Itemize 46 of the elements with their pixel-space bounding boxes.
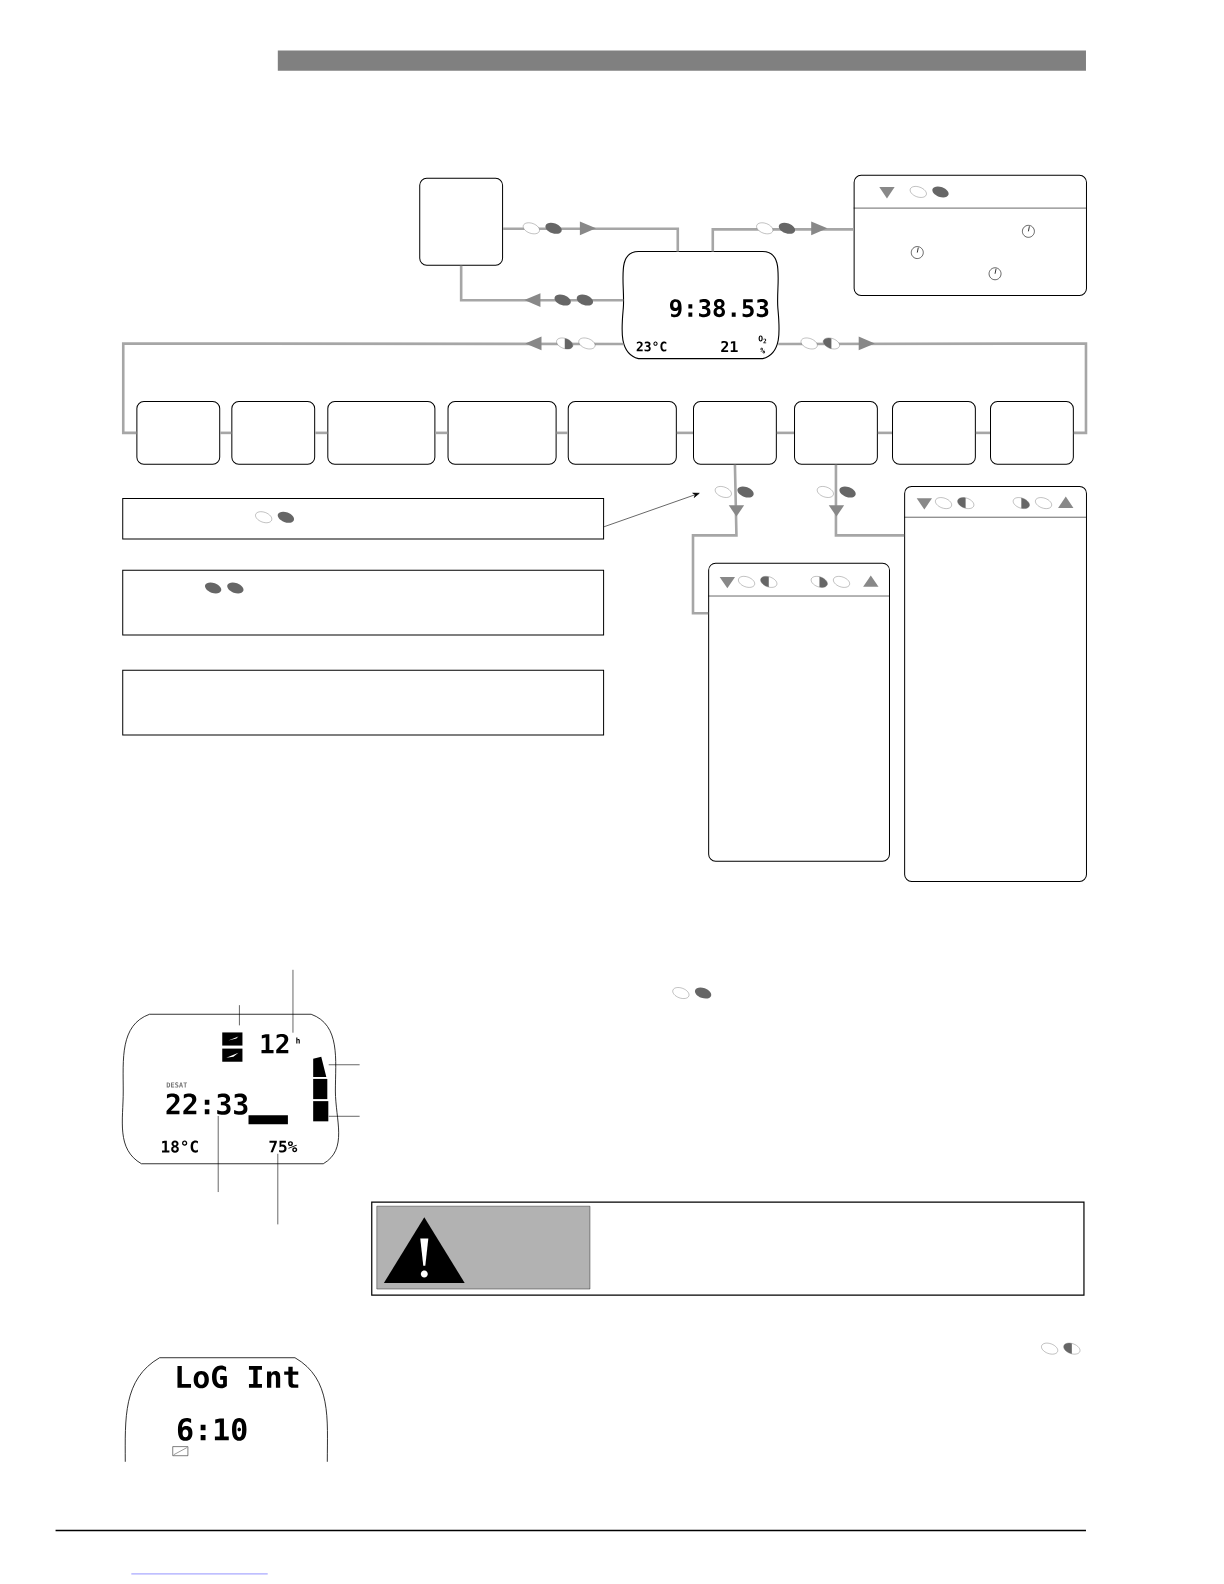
display-reading: 18°C [161,1140,198,1153]
leader-line [328,1116,360,1117]
display-reading: 75% [269,1140,297,1153]
connector-line [556,431,568,435]
connector-line [975,431,990,435]
arrow [459,265,624,307]
connector-line [676,431,693,435]
display-reading: h [296,1037,300,1044]
connector-line [776,431,794,435]
leader-line [292,969,294,1033]
note-box [122,569,604,636]
dive-computer-display: 9:38.53 23°C 21 O$_{2}$ % [621,251,780,360]
arrow [603,492,700,528]
menu-box [793,401,878,465]
connector-line [877,431,892,435]
leader-line [277,1153,278,1225]
note-box [122,669,604,736]
arrow [691,464,744,615]
arrow [121,336,624,435]
screen-box [903,485,1087,882]
connector-line [220,431,232,435]
arrow [711,221,854,252]
menu-box [989,401,1074,465]
screen-box [419,177,503,266]
connector-line [315,431,328,435]
screen-box [707,562,890,862]
menu-box [327,401,436,465]
display-reading: 22:33 [166,1093,248,1115]
menu-box [567,401,677,465]
arrow [828,464,904,537]
menu-box [692,401,777,465]
display-reading: LoG Int [177,1365,299,1389]
arrow [778,336,1088,435]
leader-line [328,1064,360,1066]
menu-box [231,401,315,465]
menu-box [891,401,976,465]
bar-graph [313,1056,329,1122]
display-reading: 12 [261,1033,289,1054]
connector-line [435,431,448,435]
menu-box [447,401,557,465]
screen-box [853,174,1087,296]
note-box [122,498,604,540]
leader-line [217,1115,219,1193]
menu-box [136,401,221,465]
display-reading: 6:10 [177,1418,247,1441]
arrow [502,221,679,252]
